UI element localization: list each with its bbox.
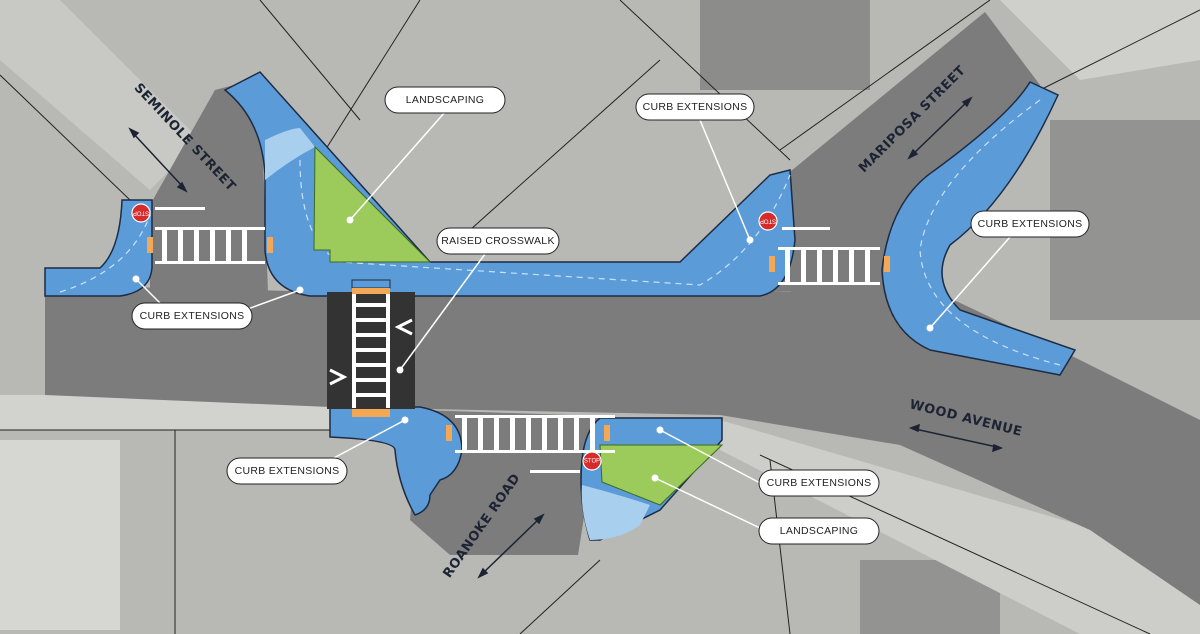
- callout-label: CURB EXTENSIONS: [767, 477, 872, 489]
- landscaping-areas: [313, 145, 724, 506]
- landscaping-roanoke: [599, 444, 724, 506]
- callout-landscaping-north: LANDSCAPING: [346, 86, 506, 224]
- crosswalks: [147, 207, 890, 473]
- stop-sign-icon: STOP: [758, 211, 778, 231]
- stop-sign-icon: STOP: [131, 203, 151, 223]
- curb-extension-roanoke-west: [329, 406, 463, 516]
- callout-curb-extensions-mariposa-east: CURB EXTENSIONS: [926, 210, 1090, 332]
- detectable-warnings: [147, 237, 890, 441]
- stop-sign-text: STOP: [584, 459, 600, 465]
- callout-curb-extensions-roanoke-west: CURB EXTENSIONS: [226, 416, 409, 485]
- callouts: LANDSCAPING CURB EXTENSIONS RAISED CROSS…: [131, 86, 1090, 545]
- callout-curb-extensions-roanoke-east: CURB EXTENSIONS: [656, 426, 880, 497]
- double-arrow-icon: [477, 513, 545, 579]
- callout-landscaping-south: LANDSCAPING: [651, 474, 880, 545]
- landscaping-seminole: [313, 145, 432, 263]
- double-arrow-icon: [908, 423, 1004, 453]
- callout-curb-extensions-mariposa-west: CURB EXTENSIONS: [635, 93, 755, 244]
- callout-label: LANDSCAPING: [780, 525, 859, 537]
- mariposa-street-road: [770, 12, 1040, 292]
- sidewalk-seminole: [265, 128, 315, 180]
- sidewalk-roanoke: [581, 485, 650, 540]
- double-arrow-icon: [907, 96, 973, 160]
- crosswalk-roanoke: [455, 415, 615, 473]
- callout-raised-crosswalk: RAISED CROSSWALK: [396, 227, 560, 374]
- callout-label: CURB EXTENSIONS: [643, 101, 748, 113]
- crosswalk-mariposa: [778, 227, 880, 285]
- curb-extension-seminole-west: [44, 199, 153, 297]
- callout-label: RAISED CROSSWALK: [441, 235, 555, 247]
- callout-label: CURB EXTENSIONS: [140, 310, 245, 322]
- crosswalk-seminole: [155, 207, 265, 264]
- callout-curb-extensions-seminole: CURB EXTENSIONS: [131, 275, 304, 330]
- double-arrow-icon: [128, 127, 188, 193]
- callout-label: CURB EXTENSIONS: [978, 218, 1083, 230]
- stop-signs: STOP STOP STOP: [131, 203, 778, 471]
- callout-label: LANDSCAPING: [406, 94, 485, 106]
- stop-sign-text: STOP: [133, 209, 149, 215]
- raised-crosswalk: [327, 279, 415, 417]
- stop-sign-text: STOP: [760, 217, 776, 223]
- stop-sign-icon: STOP: [582, 451, 602, 471]
- callout-label: CURB EXTENSIONS: [235, 465, 340, 477]
